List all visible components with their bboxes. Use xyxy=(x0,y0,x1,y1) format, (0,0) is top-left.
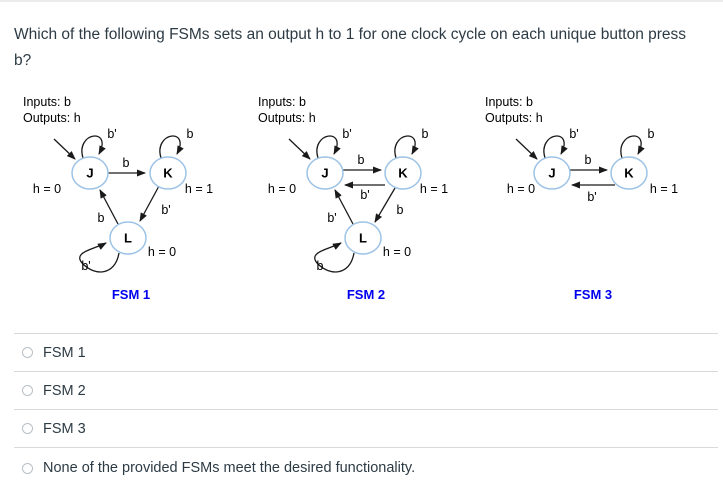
fsm1-label-k-self: b xyxy=(187,127,194,141)
fsm2-state-circle-k xyxy=(384,156,422,190)
fsm1-label-l-self: b' xyxy=(81,259,90,273)
fsm2-inputs-label: Inputs: b xyxy=(258,95,306,109)
option-label-fsm1: FSM 1 xyxy=(43,344,86,361)
fsm2-label-l-to-j: b' xyxy=(327,211,336,225)
fsm3-state-circle-j xyxy=(533,156,571,190)
question-line-1: Which of the following FSMs sets an outp… xyxy=(14,26,687,43)
fsm3-self-loop-k xyxy=(620,135,645,159)
question-line-2: b? xyxy=(14,52,32,69)
fsm3-caption: FSM 3 xyxy=(573,287,613,302)
fsm1-label-l-to-j: b xyxy=(98,211,105,225)
fsm2-output-k: h = 1 xyxy=(420,182,448,196)
fsm2-self-loop-k xyxy=(394,135,419,159)
fsm1-state-label-j: J xyxy=(86,166,93,181)
fsm1-panel: Inputs: b Outputs: h J K L b' b b xyxy=(13,94,249,302)
option-row-fsm3[interactable]: FSM 3 xyxy=(14,409,718,447)
fsm2-state-circle-l xyxy=(344,221,382,255)
fsm3-label-j-self: b' xyxy=(569,127,578,141)
fsm2-label-k-to-l: b xyxy=(397,203,404,217)
radio-none[interactable] xyxy=(22,462,33,474)
fsm2-state-label-j: J xyxy=(321,166,328,181)
fsm3-initial-arrow xyxy=(515,138,538,160)
fsm3-diagram: J K b' b b b' h = 0 h = 1 xyxy=(507,127,678,204)
fsm1-label-j-self: b' xyxy=(107,127,116,141)
fsm1-initial-arrow xyxy=(53,138,76,160)
fsm2-self-loop-l xyxy=(314,242,355,273)
fsm2-state-circle-j xyxy=(306,156,344,190)
fsm1-io-header: Inputs: b Outputs: h xyxy=(13,94,249,126)
fsm2-state-label-l: L xyxy=(359,231,367,246)
fsm2-label-l-self: b xyxy=(317,259,324,273)
fsm1-self-loop-k xyxy=(159,135,184,159)
fsm1-state-label-k: K xyxy=(163,166,173,181)
fsm2-label-k-self: b xyxy=(422,127,429,141)
fsm1-inputs-label: Inputs: b xyxy=(23,95,71,109)
fsm1-arrow-k-to-l xyxy=(139,185,160,222)
radio-fsm2[interactable] xyxy=(22,385,33,396)
fsm1-output-j: h = 0 xyxy=(33,182,61,196)
fsm3-output-j: h = 0 xyxy=(507,182,535,196)
fsm3-outputs-label: Outputs: h xyxy=(485,111,543,125)
fsm1-state-circle-k xyxy=(149,156,187,190)
fsm3-inputs-label: Inputs: b xyxy=(485,95,533,109)
option-row-none[interactable]: None of the provided FSMs meet the desir… xyxy=(14,447,718,486)
radio-fsm1[interactable] xyxy=(22,347,33,358)
fsm2-outputs-label: Outputs: h xyxy=(258,111,316,125)
option-row-fsm2[interactable]: FSM 2 xyxy=(14,371,718,409)
fsm1-output-k: h = 1 xyxy=(185,182,213,196)
fsm1-output-l: h = 0 xyxy=(148,245,176,259)
fsm3-state-label-j: J xyxy=(548,166,555,181)
fsm3-output-k: h = 1 xyxy=(650,182,678,196)
fsm3-self-loop-j xyxy=(543,135,568,159)
fsm3-label-k-self: b xyxy=(648,127,655,141)
answer-options: FSM 1 FSM 2 FSM 3 None of the provided F… xyxy=(14,333,718,486)
question-text: Which of the following FSMs sets an outp… xyxy=(14,22,716,74)
fsm1-arrow-l-to-j xyxy=(99,189,119,225)
fsm1-self-loop-l xyxy=(79,242,120,273)
fsm1-state-label-l: L xyxy=(124,231,132,246)
fsm1-label-j-to-k: b xyxy=(123,156,130,170)
fsm3-state-circle-k xyxy=(610,156,648,190)
fsm2-output-j: h = 0 xyxy=(268,182,296,196)
option-label-fsm3: FSM 3 xyxy=(43,420,86,437)
fsm1-self-loop-j xyxy=(81,135,106,159)
fsm1-state-circle-j xyxy=(71,156,109,190)
fsm3-state-label-k: K xyxy=(624,166,634,181)
fsm1-diagram: J K L b' b b b' b b' h = 0 h = 1 h = 0 xyxy=(33,127,213,273)
fsm3-panel: Inputs: b Outputs: h J K b' b b b' h = 0… xyxy=(475,94,711,302)
fsm2-caption: FSM 2 xyxy=(346,287,386,302)
fsm2-label-k-to-j: b' xyxy=(360,188,369,202)
fsm3-label-k-to-j: b' xyxy=(587,190,596,204)
fsm1-outputs-label: Outputs: h xyxy=(23,111,81,125)
fsm2-arrow-l-to-j xyxy=(334,189,354,225)
fsm3-label-j-to-k: b xyxy=(585,153,592,167)
fsm1-label-k-to-l: b' xyxy=(161,203,170,217)
option-row-fsm1[interactable]: FSM 1 xyxy=(14,333,718,371)
option-label-fsm2: FSM 2 xyxy=(43,382,86,399)
fsm2-arrow-k-to-l xyxy=(374,187,396,223)
fsm2-label-j-to-k: b xyxy=(358,153,365,167)
fsm1-state-circle-l xyxy=(109,221,147,255)
fsm2-self-loop-j xyxy=(316,135,341,159)
option-label-none: None of the provided FSMs meet the desir… xyxy=(43,460,416,476)
fsm2-output-l: h = 0 xyxy=(383,245,411,259)
fsm2-state-label-k: K xyxy=(398,166,408,181)
fsm2-diagram: J K L b' b b b' b b' b h = 0 h = 1 h = 0 xyxy=(268,127,448,273)
fsm3-io-header: Inputs: b Outputs: h xyxy=(475,94,711,126)
fsm2-panel: Inputs: b Outputs: h J K L b' b xyxy=(248,94,484,302)
radio-fsm3[interactable] xyxy=(22,423,33,434)
fsm1-caption: FSM 1 xyxy=(111,287,151,302)
fsm2-initial-arrow xyxy=(288,138,311,160)
fsm2-label-j-self: b' xyxy=(342,127,351,141)
fsm2-io-header: Inputs: b Outputs: h xyxy=(248,94,484,126)
